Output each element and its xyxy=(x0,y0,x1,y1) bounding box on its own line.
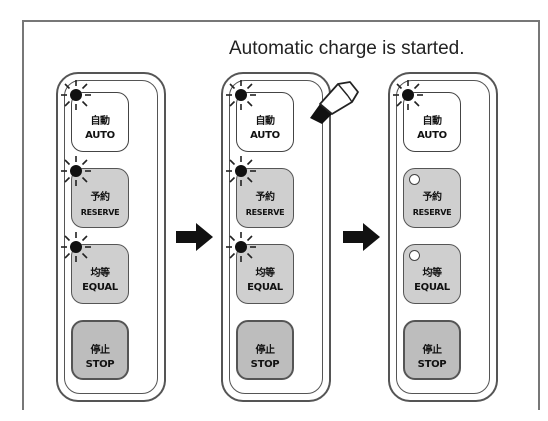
arrow-right-icon xyxy=(343,223,380,251)
equal-label-jp: 均等 xyxy=(422,268,443,279)
stop-label-en: STOP xyxy=(250,359,280,370)
equal-label-jp: 均等 xyxy=(255,268,276,279)
reserve-label-en: RESERVE xyxy=(80,208,120,217)
reserve-label-jp: 予約 xyxy=(90,192,111,203)
stop-label-jp: 停止 xyxy=(90,345,111,356)
pressing-finger-icon xyxy=(310,81,359,124)
auto-label-jp: 自動 xyxy=(90,116,111,127)
stop-button[interactable]: 停止 STOP xyxy=(71,320,129,380)
auto-label-jp: 自動 xyxy=(255,116,276,127)
equal-label-jp: 均等 xyxy=(90,268,111,279)
reserve-label-en: RESERVE xyxy=(245,208,285,217)
equal-button[interactable]: 均等 EQUAL xyxy=(61,232,129,304)
stop-label-jp: 停止 xyxy=(422,345,443,356)
equal-button[interactable]: 均等 EQUAL xyxy=(226,232,294,304)
equal-label-en: EQUAL xyxy=(82,282,118,293)
control-panel-before: 自動 AUTO 予約 RESERVE 均等 EQUAL xyxy=(56,72,166,402)
equal-button[interactable]: 均等 EQUAL xyxy=(403,244,461,304)
reserve-button[interactable]: 予約 RESERVE xyxy=(403,168,461,228)
lamp-lit-icon xyxy=(226,156,256,186)
reserve-label-jp: 予約 xyxy=(255,192,276,203)
reserve-button[interactable]: 予約 RESERVE xyxy=(61,156,129,228)
equal-label-en: EQUAL xyxy=(414,282,450,293)
stop-label-en: STOP xyxy=(417,359,447,370)
lamp-unlit-icon xyxy=(409,250,420,261)
auto-label-en: AUTO xyxy=(85,130,115,141)
reserve-label-jp: 予約 xyxy=(422,192,443,203)
auto-button[interactable]: 自動 AUTO xyxy=(393,80,461,152)
stop-label-en: STOP xyxy=(85,359,115,370)
lamp-lit-icon xyxy=(61,80,91,110)
reserve-label-en: RESERVE xyxy=(412,208,452,217)
lamp-lit-icon xyxy=(393,80,423,110)
auto-label-en: AUTO xyxy=(417,130,447,141)
lamp-lit-icon xyxy=(61,156,91,186)
stop-button[interactable]: 停止 STOP xyxy=(236,320,294,380)
stop-label-jp: 停止 xyxy=(255,345,276,356)
diagram-caption: Automatic charge is started. xyxy=(229,38,465,59)
reserve-button[interactable]: 予約 RESERVE xyxy=(226,156,294,228)
stop-button[interactable]: 停止 STOP xyxy=(403,320,461,380)
lamp-unlit-icon xyxy=(409,174,420,185)
arrow-right-icon xyxy=(176,223,213,251)
auto-label-jp: 自動 xyxy=(422,116,443,127)
lamp-lit-icon xyxy=(226,232,256,262)
auto-label-en: AUTO xyxy=(250,130,280,141)
auto-button[interactable]: 自動 AUTO xyxy=(226,80,294,152)
control-panel-after: 自動 AUTO 予約 RESERVE 均等 EQUAL 停止 STOP xyxy=(388,72,498,402)
auto-button[interactable]: 自動 AUTO xyxy=(61,80,129,152)
control-panel-pressing: 自動 AUTO 予約 RESERVE 均等 EQUAL xyxy=(221,72,331,402)
lamp-lit-icon xyxy=(61,232,91,262)
equal-label-en: EQUAL xyxy=(247,282,283,293)
lamp-lit-icon xyxy=(226,80,256,110)
